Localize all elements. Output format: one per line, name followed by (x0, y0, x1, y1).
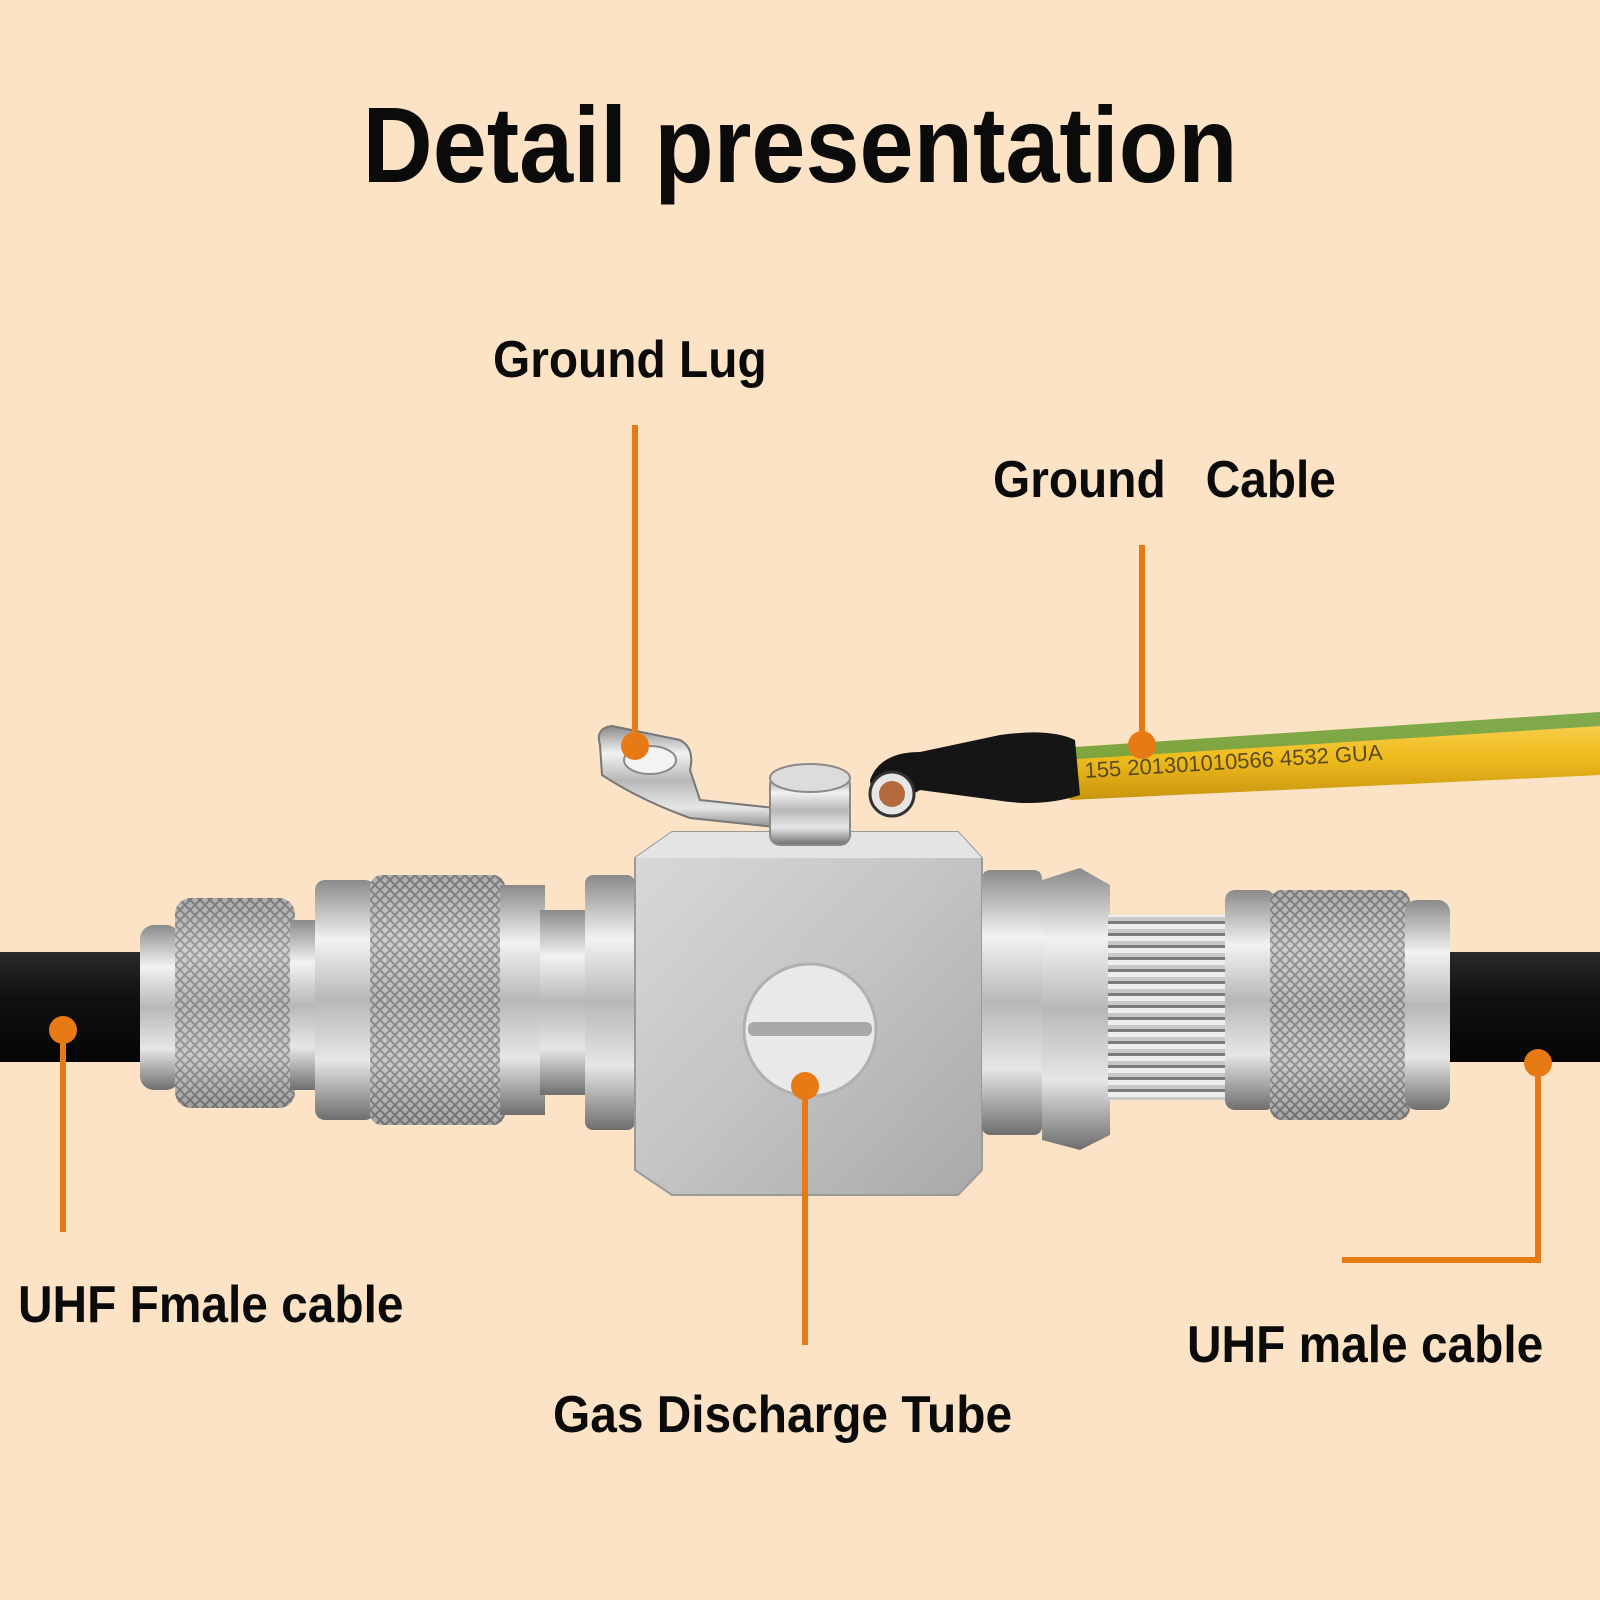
dot-ground-lug (621, 732, 649, 760)
label-uhf-male-cable: UHF male cable (1187, 1316, 1544, 1374)
dot-uhf-male (1524, 1049, 1552, 1077)
uhf-male-connector (982, 868, 1450, 1150)
label-ground-cable: Ground Cable (993, 451, 1336, 509)
dot-gas-tube (791, 1072, 819, 1100)
label-ground-lug: Ground Lug (493, 331, 767, 389)
leader-uhf-male (1342, 1063, 1541, 1263)
uhf-female-connector (140, 875, 635, 1130)
arrestor-body (634, 831, 983, 1196)
ground-cable: 155 201301010566 4532 GUA (868, 712, 1600, 818)
label-gas-discharge-tube: Gas Discharge Tube (553, 1386, 1013, 1444)
right-coax-cable (1440, 952, 1600, 1062)
dot-ground-cable (1128, 731, 1156, 759)
label-uhf-female-cable: UHF Fmale cable (18, 1276, 404, 1334)
page-title: Detail presentation (362, 84, 1238, 205)
dot-uhf-female (49, 1016, 77, 1044)
